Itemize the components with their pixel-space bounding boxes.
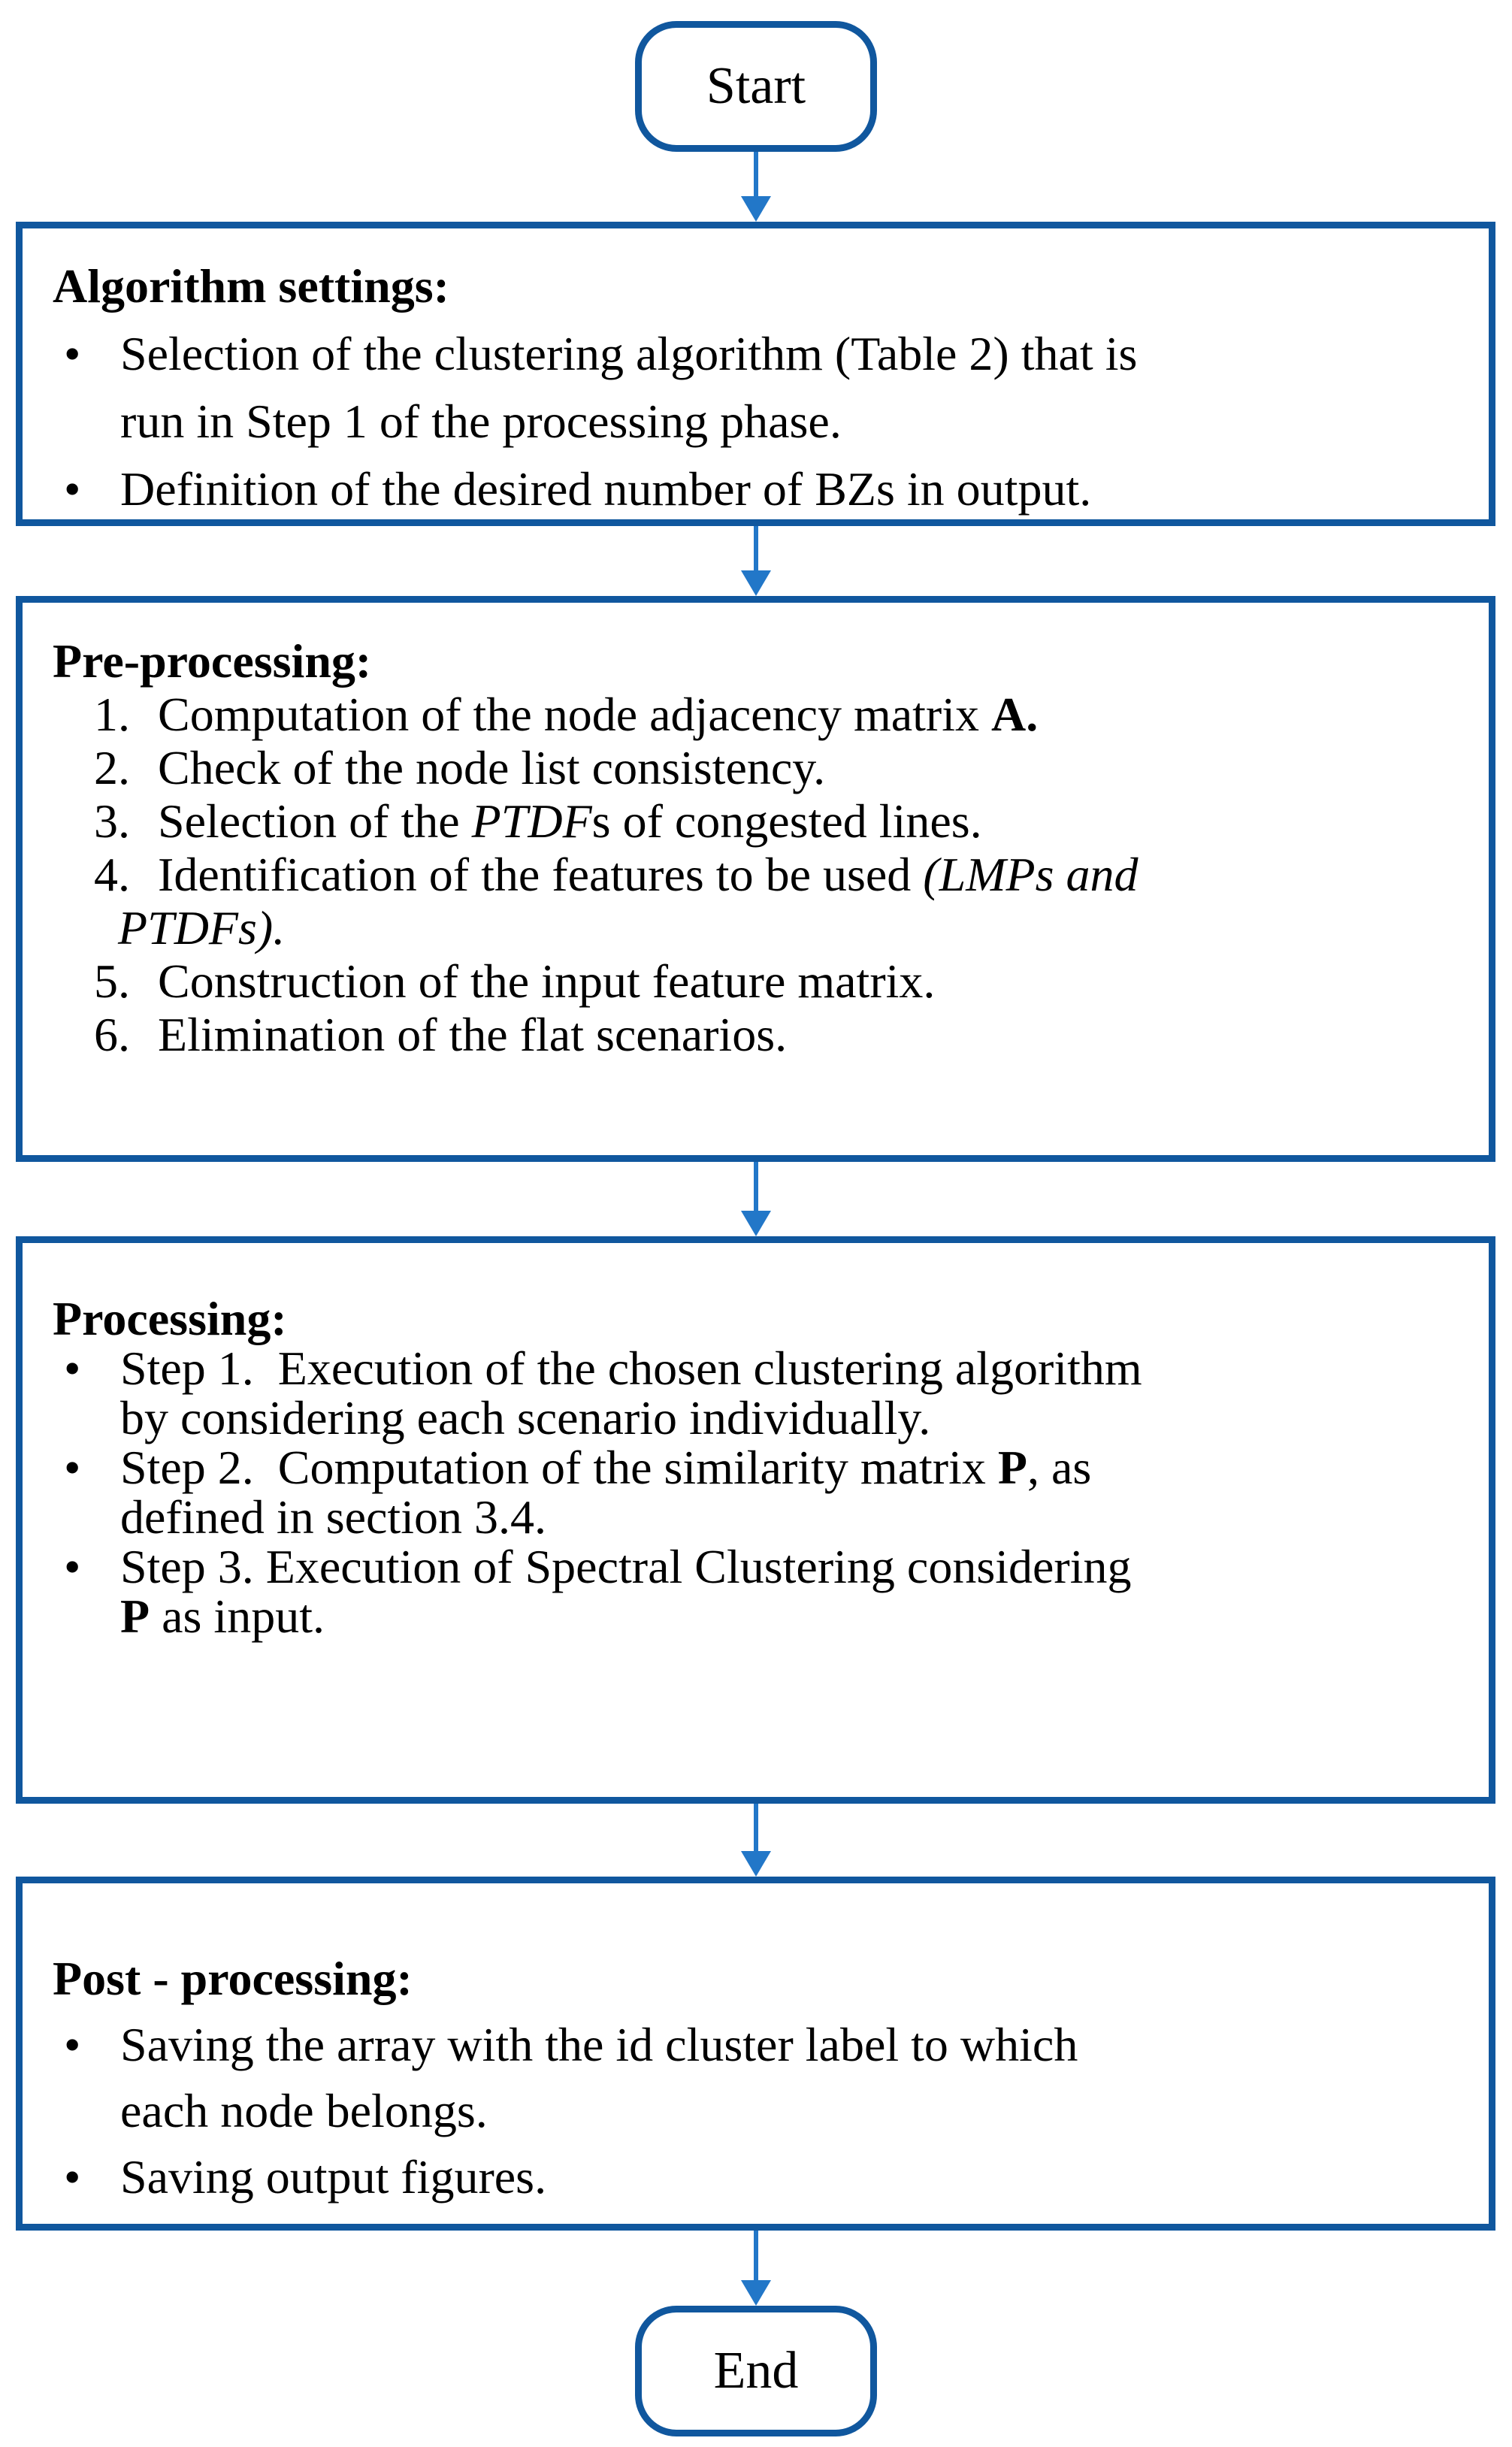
list-item: 1. Computation of the node adjacency mat… [23, 688, 1489, 741]
flow-arrow-2 [741, 526, 771, 596]
start-terminal: Start [635, 21, 877, 152]
flow-arrow-3 [741, 1162, 771, 1236]
list-item-line: Step 2. Computation of the similarity ma… [120, 1441, 1092, 1494]
list-item-line: Definition of the desired number of BZs … [120, 462, 1092, 516]
arrow-line [754, 526, 758, 573]
list-number: 6. [94, 1008, 130, 1061]
arrow-head-icon [741, 1851, 771, 1877]
list-item: 4. Identification of the features to be … [23, 848, 1489, 954]
arrow-head-icon [741, 1211, 771, 1236]
list-item: 5. Construction of the input feature mat… [23, 954, 1489, 1008]
list-item-line: Construction of the input feature matrix… [158, 954, 936, 1008]
list-item: • Definition of the desired number of BZ… [23, 455, 1489, 523]
arrow-head-icon [741, 196, 771, 222]
algorithm-settings-heading: Algorithm settings: [53, 259, 449, 313]
end-terminal: End [635, 2306, 877, 2436]
arrow-line [754, 2231, 758, 2283]
list-item-line: Selection of the PTDFs of congested line… [158, 794, 982, 848]
pre-processing-list: 1. Computation of the node adjacency mat… [23, 688, 1489, 1061]
bullet-icon: • [64, 1341, 81, 1395]
list-item-line: Elimination of the flat scenarios. [158, 1008, 788, 1061]
list-item: • Saving output figures. [23, 2144, 1489, 2210]
list-number: 4. [94, 848, 130, 901]
list-item-line: Saving the array with the id cluster lab… [120, 2018, 1078, 2071]
list-number: 3. [94, 794, 130, 848]
list-item-line: Computation of the node adjacency matrix… [158, 688, 1039, 741]
list-item-line: Step 1. Execution of the chosen clusteri… [120, 1341, 1142, 1395]
start-label: Start [706, 57, 806, 115]
processing-box: Processing: • Step 1. Execution of the c… [16, 1236, 1495, 1804]
list-item-line: PTDFs). [118, 901, 286, 954]
pre-processing-box: Pre-processing: 1. Computation of the no… [16, 596, 1495, 1162]
list-number: 5. [94, 954, 130, 1008]
list-item-line: Selection of the clustering algorithm (T… [120, 327, 1138, 380]
bullet-icon: • [64, 1441, 81, 1494]
processing-list: • Step 1. Execution of the chosen cluste… [23, 1344, 1489, 1641]
bullet-icon: • [64, 2150, 81, 2204]
list-item-line: P as input. [120, 1589, 325, 1643]
bullet-icon: • [64, 462, 81, 516]
list-item-line: Check of the node list consistency. [158, 741, 826, 794]
list-item-line: run in Step 1 of the processing phase. [120, 395, 842, 448]
algorithm-settings-list: • Selection of the clustering algorithm … [23, 320, 1489, 523]
list-item-line: defined in section 3.4. [120, 1490, 546, 1544]
list-number: 2. [94, 741, 130, 794]
list-item: • Step 2. Computation of the similarity … [23, 1443, 1489, 1542]
arrow-line [754, 1804, 758, 1854]
processing-heading: Processing: [53, 1292, 287, 1345]
list-item-line: each node belongs. [120, 2084, 488, 2137]
post-processing-list: • Saving the array with the id cluster l… [23, 2012, 1489, 2210]
list-item-line: Step 3. Execution of Spectral Clustering… [120, 1540, 1132, 1593]
list-item-line: Saving output figures. [120, 2150, 547, 2204]
list-item: • Saving the array with the id cluster l… [23, 2012, 1489, 2144]
arrow-line [754, 152, 758, 199]
list-item: 3. Selection of the PTDFs of congested l… [23, 794, 1489, 848]
bullet-icon: • [64, 327, 81, 380]
list-item: • Step 3. Execution of Spectral Clusteri… [23, 1542, 1489, 1641]
post-processing-box: Post - processing: • Saving the array wi… [16, 1877, 1495, 2231]
flow-arrow-5 [741, 2231, 771, 2306]
bullet-icon: • [64, 2018, 81, 2071]
list-item: • Step 1. Execution of the chosen cluste… [23, 1344, 1489, 1443]
end-label: End [713, 2342, 799, 2400]
list-item: • Selection of the clustering algorithm … [23, 320, 1489, 455]
pre-processing-heading: Pre-processing: [53, 634, 372, 688]
flow-arrow-4 [741, 1804, 771, 1877]
flow-arrow-1 [741, 152, 771, 222]
list-item: 2. Check of the node list consistency. [23, 741, 1489, 794]
arrow-head-icon [741, 2280, 771, 2306]
list-item: 6. Elimination of the flat scenarios. [23, 1008, 1489, 1061]
list-number: 1. [94, 688, 130, 741]
list-item-line: by considering each scenario individuall… [120, 1391, 931, 1444]
arrow-head-icon [741, 570, 771, 596]
arrow-line [754, 1162, 758, 1214]
algorithm-settings-box: Algorithm settings: • Selection of the c… [16, 222, 1495, 526]
post-processing-heading: Post - processing: [53, 1952, 413, 2005]
bullet-icon: • [64, 1540, 81, 1593]
list-item-line: Identification of the features to be use… [158, 848, 1139, 901]
